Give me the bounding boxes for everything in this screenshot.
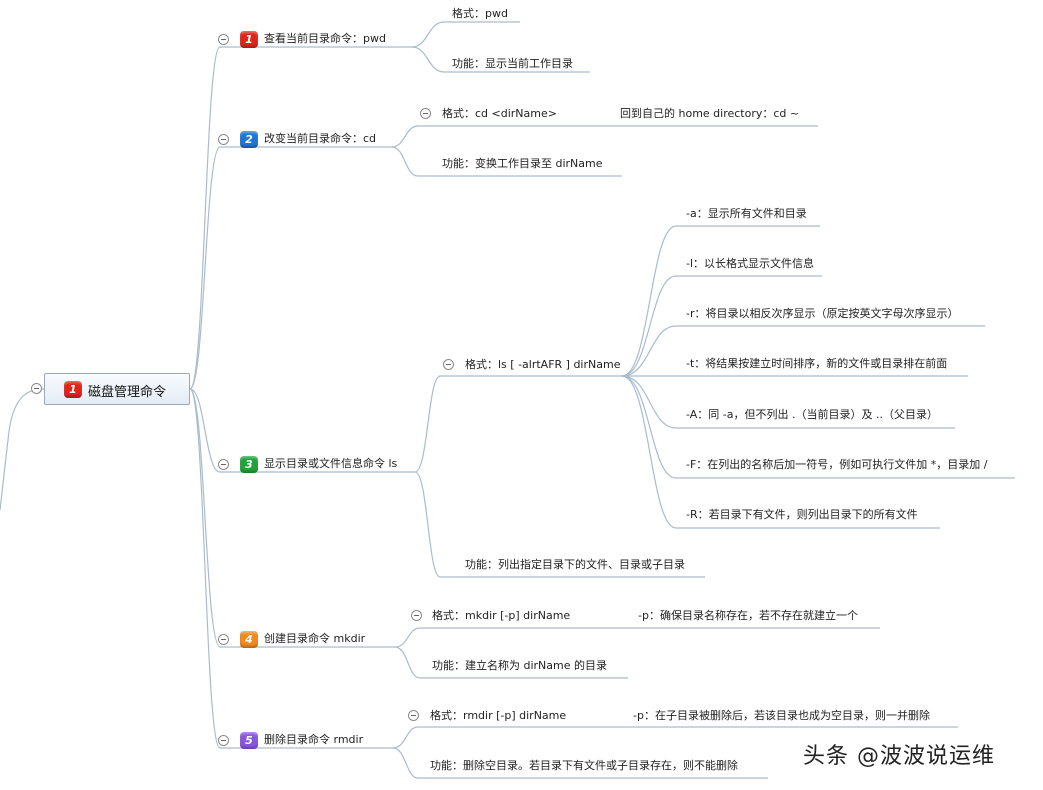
branch-5-format-note[interactable]: -p：在子目录被删除后，若该目录也成为空目录，则一并删除: [633, 709, 930, 722]
branch-4-function[interactable]: 功能：建立名称为 dirName 的目录: [432, 659, 608, 672]
branch-3-label[interactable]: 显示目录或文件信息命令 ls: [264, 457, 398, 470]
branch-1-function[interactable]: 功能：显示当前工作目录: [452, 57, 573, 70]
branch-5-label[interactable]: 删除目录命令 rmdir: [264, 733, 364, 746]
root-collapse-toggle[interactable]: [31, 383, 42, 394]
branch-3-format[interactable]: 格式：ls [ -alrtAFR ] dirName: [465, 358, 621, 371]
ls-option-a[interactable]: -a：显示所有文件和目录: [686, 207, 807, 220]
ls-option-r[interactable]: -r：将目录以相反次序显示（原定按英文字母次序显示）: [686, 307, 959, 320]
branch-2-collapse-toggle[interactable]: [218, 134, 229, 145]
branch-3-collapse-toggle[interactable]: [218, 459, 229, 470]
branch-2-function[interactable]: 功能：变换工作目录至 dirName: [442, 157, 603, 170]
root-priority-badge: 1: [64, 381, 82, 398]
ls-option-t[interactable]: -t：将结果按建立时间排序，新的文件或目录排在前面: [686, 357, 948, 370]
branch-4-collapse-toggle[interactable]: [218, 634, 229, 645]
root-label: 磁盘管理命令: [88, 385, 167, 400]
branch-5-format[interactable]: 格式：rmdir [-p] dirName: [430, 709, 567, 722]
branch-5-badge: 5: [240, 732, 258, 749]
branch-5-collapse-toggle[interactable]: [218, 735, 229, 746]
branch-4-label[interactable]: 创建目录命令 mkdir: [264, 632, 366, 645]
branch-1-label[interactable]: 查看当前目录命令：pwd: [264, 32, 386, 45]
branch-3-format-collapse-toggle[interactable]: [443, 359, 454, 370]
branch-2-badge: 2: [240, 131, 258, 148]
branch-5-format-collapse-toggle[interactable]: [408, 710, 419, 721]
watermark: 头条 @波波说运维: [803, 744, 995, 769]
branch-4-format-note[interactable]: -p：确保目录名称存在，若不存在就建立一个: [638, 609, 858, 622]
branch-2-format-collapse-toggle[interactable]: [420, 108, 431, 119]
ls-option-l[interactable]: -l：以长格式显示文件信息: [686, 257, 815, 270]
branch-1-collapse-toggle[interactable]: [218, 34, 229, 45]
branch-2-format-note[interactable]: 回到自己的 home directory：cd ~: [620, 107, 800, 120]
branch-1-format[interactable]: 格式：pwd: [452, 7, 508, 20]
ls-option-A[interactable]: -A：同 -a，但不列出 .（当前目录）及 ..（父目录）: [686, 408, 938, 421]
branch-2-label[interactable]: 改变当前目录命令：cd: [264, 132, 377, 145]
branch-1-badge: 1: [240, 31, 258, 48]
branch-4-badge: 4: [240, 631, 258, 648]
ls-option-R[interactable]: -R：若目录下有文件，则列出目录下的所有文件: [686, 508, 918, 521]
branch-3-badge: 3: [240, 456, 258, 473]
branch-3-function[interactable]: 功能：列出指定目录下的文件、目录或子目录: [465, 558, 685, 571]
branch-4-format[interactable]: 格式：mkdir [-p] dirName: [432, 609, 571, 622]
branch-4-format-collapse-toggle[interactable]: [411, 610, 422, 621]
branch-2-format[interactable]: 格式：cd <dirName>: [442, 107, 557, 120]
branch-5-function[interactable]: 功能：删除空目录。若目录下有文件或子目录存在，则不能删除: [430, 759, 738, 772]
ls-option-F[interactable]: -F：在列出的名称后加一符号，例如可执行文件加 *，目录加 /: [686, 458, 988, 471]
